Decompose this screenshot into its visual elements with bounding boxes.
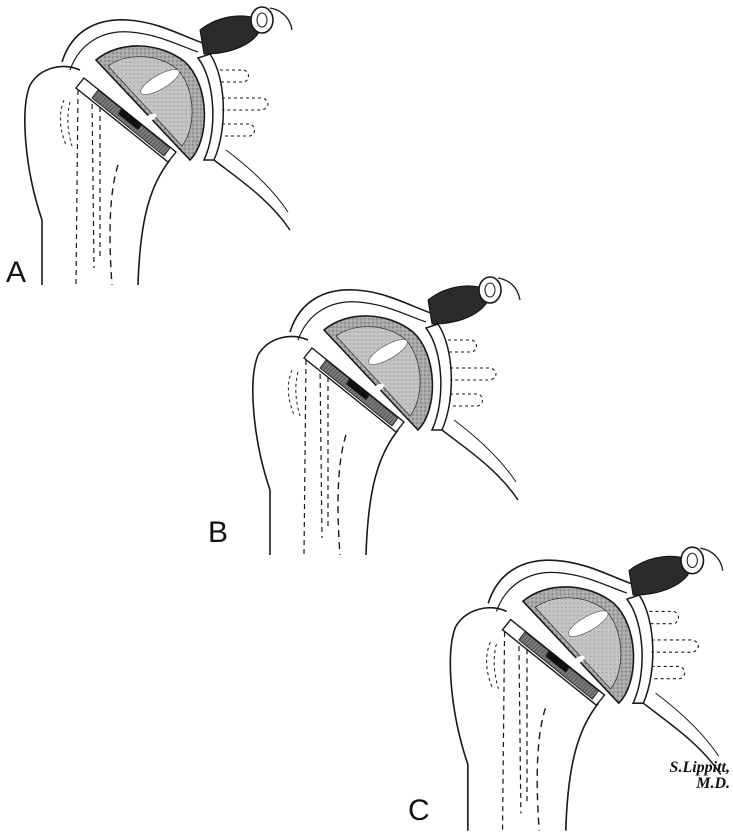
signature-line-2: M.D. [614,776,730,792]
signature-line-1: S.Lippitt, [614,760,730,776]
panel-label-b: B [208,518,228,548]
panel-b-illustration [253,277,520,555]
artist-signature: S.Lippitt, M.D. [614,760,730,792]
panel-a-illustration [25,7,292,285]
panel-label-c: C [408,796,430,826]
panel-label-a: A [6,258,26,288]
